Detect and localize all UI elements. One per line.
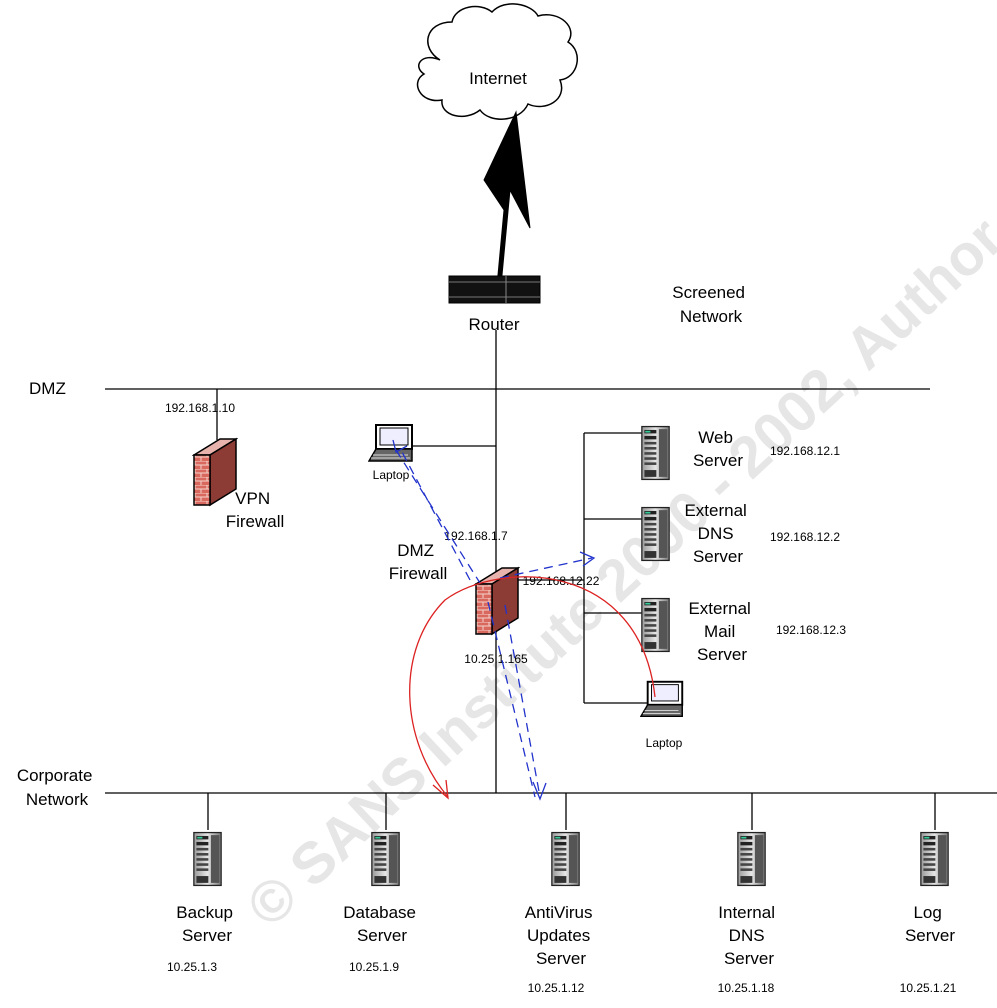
internal-dns-icon [737, 831, 766, 887]
router-label: Router [468, 315, 519, 334]
flow-firewall-to-laptop [401, 451, 471, 581]
flow-laptop-to-firewall [395, 449, 481, 584]
blue-traffic-flows [395, 449, 593, 798]
internet-cloud [416, 3, 578, 120]
web-server-ip: 192.168.12.1 [770, 444, 840, 458]
flow-firewall-to-screened [499, 557, 593, 579]
vpn-firewall-label: VPN Firewall [226, 489, 285, 531]
external-mail-label: External Mail Server [688, 599, 755, 664]
external-dns-icon [641, 506, 670, 562]
dmz-firewall-ip-outside: 192.168.1.7 [444, 529, 508, 543]
log-server-label: Log Server [905, 903, 955, 945]
laptop-screened-icon [640, 680, 684, 718]
screened-network-label: Screened Network [672, 283, 750, 326]
web-server-label: Web Server [693, 428, 743, 470]
flow-firewall-to-antivirus-a [504, 604, 541, 798]
database-server-label: Database Server [343, 903, 421, 945]
watermark: © SANS Institute 2000 - 2002, Author ret… [235, 0, 997, 940]
external-dns-label: External DNS Server [684, 501, 751, 566]
backup-server-label: Backup Server [176, 903, 237, 945]
web-server-icon [641, 425, 670, 481]
antivirus-server-label: AntiVirus Updates Server [525, 903, 597, 968]
dmz-label: DMZ [29, 379, 66, 398]
vpn-firewall-icon [193, 438, 237, 506]
external-mail-ip: 192.168.12.3 [776, 623, 846, 637]
corporate-network-label: Corporate Network [17, 766, 97, 809]
internal-dns-label: Internal DNS Server [718, 903, 779, 968]
dmz-firewall-label: DMZ Firewall [389, 541, 448, 583]
laptop-screened-label: Laptop [646, 736, 683, 750]
laptop-dmz-label: Laptop [373, 468, 410, 482]
red-arrowhead [432, 779, 449, 800]
antivirus-server-ip: 10.25.1.12 [528, 981, 585, 995]
flow-mail-to-corporate [409, 576, 656, 798]
external-mail-icon [641, 597, 670, 653]
router-icon [448, 275, 541, 304]
network-links [105, 330, 997, 830]
backup-server-ip: 10.25.1.3 [167, 960, 217, 974]
log-server-ip: 10.25.1.21 [900, 981, 957, 995]
internet-label: Internet [469, 69, 527, 88]
antivirus-server-icon [551, 831, 580, 887]
blue-arrowheads [392, 439, 596, 801]
database-server-ip: 10.25.1.9 [349, 960, 399, 974]
database-server-icon [371, 831, 400, 887]
vpn-firewall-ip: 192.168.1.10 [165, 401, 235, 415]
log-server-icon [920, 831, 949, 887]
red-traffic-flow [409, 576, 656, 800]
wan-link-icon [483, 110, 531, 276]
backup-server-icon [193, 831, 222, 887]
internal-dns-ip: 10.25.1.18 [718, 981, 775, 995]
dmz-firewall-ip-inside: 10.25.1.165 [464, 652, 528, 666]
laptop-dmz-icon [368, 424, 413, 462]
flow-firewall-to-antivirus-b [487, 601, 536, 798]
external-dns-ip: 192.168.12.2 [770, 530, 840, 544]
